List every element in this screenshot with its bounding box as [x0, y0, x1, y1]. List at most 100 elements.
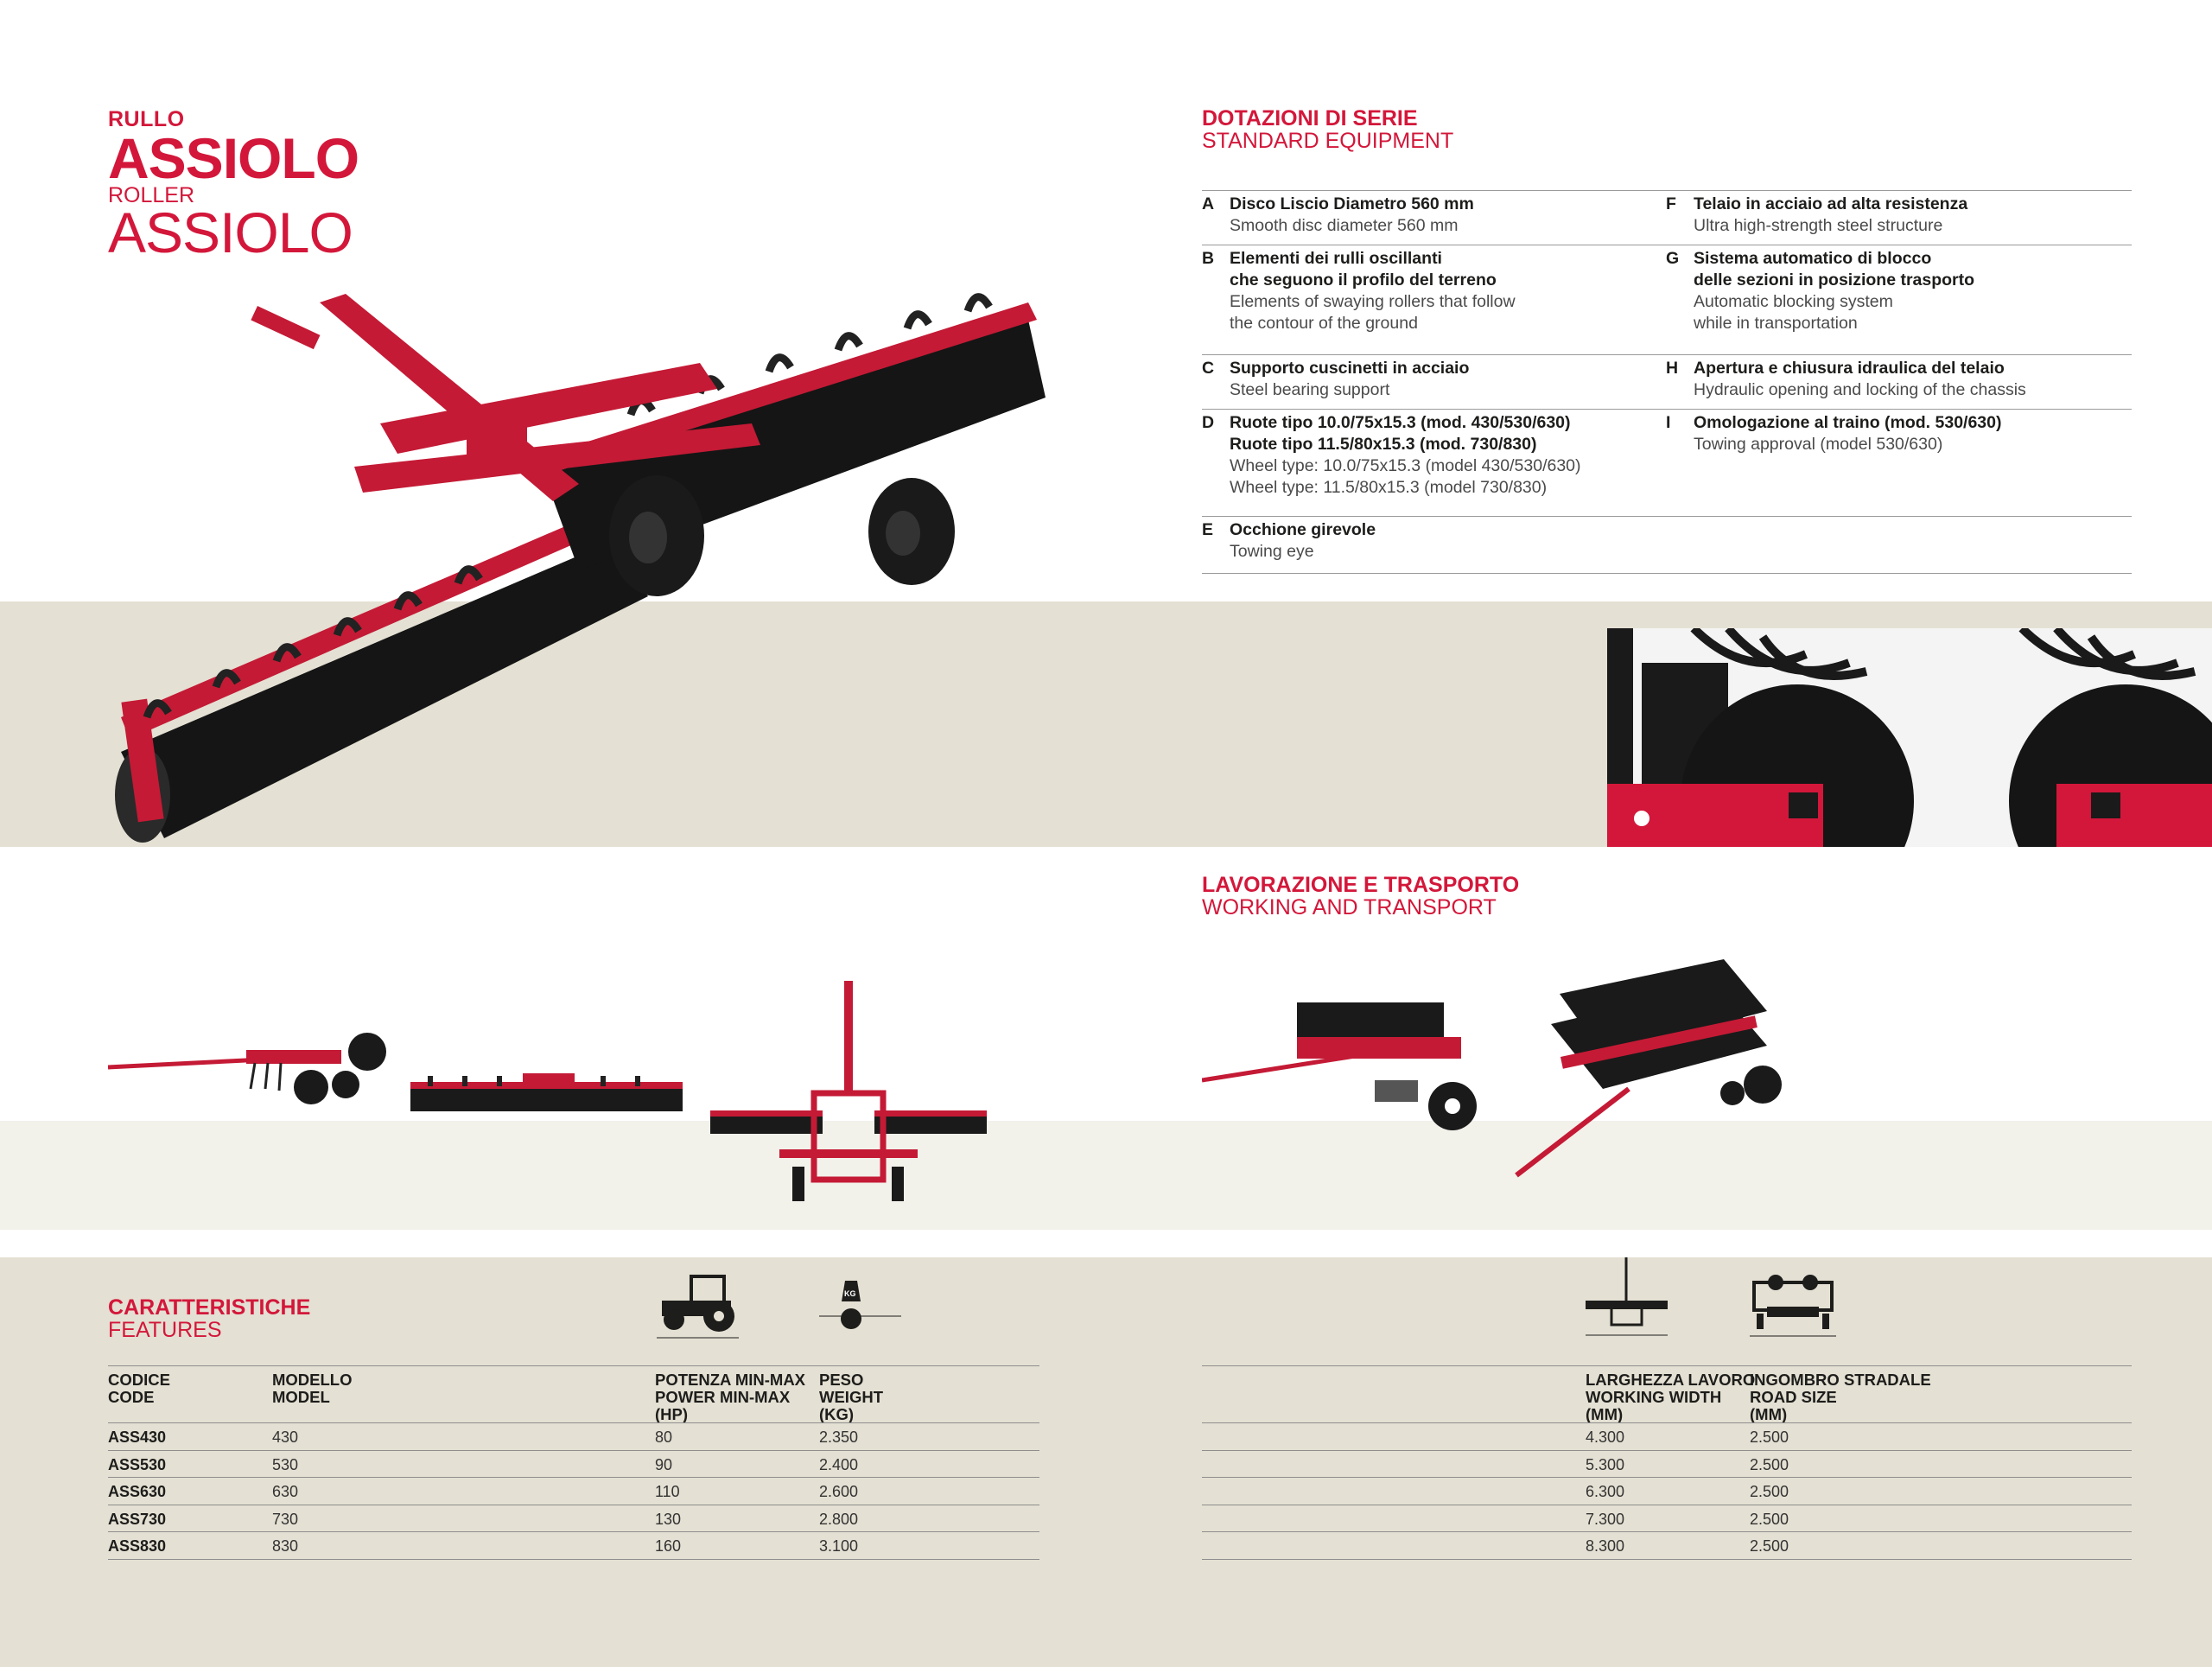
- equipment-letter: G: [1666, 249, 1680, 268]
- table-cell-road: 2.500: [1750, 1537, 1789, 1555]
- header-weight-line: PESO: [819, 1371, 864, 1389]
- table-row-line: [108, 1559, 1039, 1560]
- table-cell-road: 2.500: [1750, 1428, 1789, 1446]
- equipment-text-it: Disco Liscio Diametro 560 mm: [1230, 194, 1474, 213]
- table-cell-width: 7.300: [1586, 1511, 1625, 1528]
- working-width-icon: [1586, 1257, 1668, 1336]
- table-row-line: [1202, 1422, 2132, 1423]
- header-code-line: CODICE: [108, 1371, 170, 1389]
- equipment-text-it: Occhione girevole: [1230, 520, 1376, 539]
- table-cell-power: 90: [655, 1456, 673, 1473]
- equipment-divider: [1202, 190, 2132, 191]
- equipment-letter: A: [1202, 194, 1215, 213]
- equipment-text-en: Hydraulic opening and locking of the cha…: [1694, 380, 2026, 399]
- equipment-text-en: Towing approval (model 530/630): [1694, 435, 1943, 454]
- header-code-line: CODE: [108, 1388, 155, 1406]
- table-cell-weight: 2.600: [819, 1483, 859, 1500]
- light-band-middle: [0, 1121, 2212, 1230]
- detail-photo-rollers: [1607, 628, 2212, 847]
- equipment-text-en: the contour of the ground: [1230, 314, 1418, 333]
- header-model-line: MODEL: [272, 1388, 330, 1406]
- weight-icon-label: KG: [844, 1289, 856, 1298]
- table-row-line: [108, 1422, 1039, 1423]
- table-cell-weight: 2.400: [819, 1456, 859, 1473]
- table-cell-model: 430: [272, 1428, 299, 1446]
- features-heading-en: FEATURES: [108, 1318, 222, 1342]
- equipment-letter: C: [1202, 359, 1215, 378]
- equipment-text-en: Ultra high-strength steel structure: [1694, 216, 1943, 235]
- header-width-line: WORKING WIDTH: [1586, 1388, 1722, 1406]
- equipment-text: Apertura e chiusura idraulica del telaio…: [1694, 358, 2026, 401]
- equipment-text-en: Smooth disc diameter 560 mm: [1230, 216, 1459, 235]
- equipment-text-it: che seguono il profilo del terreno: [1230, 270, 1497, 289]
- transport-wheels: [609, 475, 955, 596]
- table-cell-width: 8.300: [1586, 1537, 1625, 1555]
- working-heading-en: WORKING AND TRANSPORT: [1202, 895, 1497, 919]
- table-top-line-right: [1202, 1365, 2132, 1366]
- view-top: [710, 981, 987, 1201]
- header-power-line: (HP): [655, 1405, 689, 1423]
- view-side: [108, 1033, 386, 1104]
- view-transport-open: [1202, 1002, 1477, 1130]
- central-frame: [251, 294, 760, 501]
- beige-band-bottom: [0, 1257, 2212, 1667]
- table-row-line: [108, 1450, 1039, 1451]
- table-top-line-left: [108, 1365, 1039, 1366]
- table-cell-road: 2.500: [1750, 1511, 1789, 1528]
- table-cell-model: 730: [272, 1511, 299, 1528]
- equipment-text-it: Supporto cuscinetti in acciaio: [1230, 359, 1470, 378]
- table-cell-width: 6.300: [1586, 1483, 1625, 1500]
- table-cell-code: ASS830: [108, 1537, 167, 1555]
- table-cell-code: ASS730: [108, 1511, 167, 1528]
- equipment-text-it: Apertura e chiusura idraulica del telaio: [1694, 359, 2005, 378]
- equipment-text-it: Telaio in acciaio ad alta resistenza: [1694, 194, 1968, 213]
- equipment-letter: I: [1666, 413, 1671, 432]
- table-cell-power: 80: [655, 1428, 673, 1446]
- features-heading-it: CARATTERISTICHE: [108, 1295, 311, 1320]
- table-cell-weight: 3.100: [819, 1537, 859, 1555]
- table-cell-power: 110: [655, 1483, 680, 1500]
- equipment-text: Ruote tipo 10.0/75x15.3 (mod. 430/530/63…: [1230, 412, 1581, 499]
- header-weight-line: (KG): [819, 1405, 855, 1423]
- table-cell-code: ASS630: [108, 1483, 167, 1500]
- equipment-text-it: Sistema automatico di blocco: [1694, 249, 1932, 268]
- equipment-text: Disco Liscio Diametro 560 mm Smooth disc …: [1230, 194, 1474, 237]
- equipment-text-en: Steel bearing support: [1230, 380, 1390, 399]
- table-cell-code: ASS430: [108, 1428, 167, 1446]
- header-road-line: (MM): [1750, 1405, 1788, 1423]
- table-cell-width: 5.300: [1586, 1456, 1625, 1473]
- equipment-text-en: while in transportation: [1694, 314, 1858, 333]
- header-weight-line: WEIGHT: [819, 1388, 883, 1406]
- tractor-icon: [657, 1275, 739, 1339]
- road-size-icon: [1750, 1275, 1836, 1337]
- table-cell-power: 130: [655, 1511, 682, 1528]
- table-row-line: [1202, 1559, 2132, 1560]
- table-cell-model: 630: [272, 1483, 299, 1500]
- features-heading: CARATTERISTICHE FEATURES: [108, 1296, 310, 1341]
- view-front: [410, 1073, 683, 1111]
- table-cell-code: ASS530: [108, 1456, 167, 1473]
- header-width-line: (MM): [1586, 1405, 1624, 1423]
- table-cell-road: 2.500: [1750, 1483, 1789, 1500]
- equipment-text-en: Elements of swaying rollers that follow: [1230, 292, 1516, 311]
- equipment-divider: [1202, 516, 2132, 517]
- equipment-letter: F: [1666, 194, 1676, 213]
- product-title: RULLO ASSIOLO ROLLER ASSIOLO: [108, 108, 359, 261]
- equipment-letter: E: [1202, 520, 1214, 539]
- table-cell-road: 2.500: [1750, 1456, 1789, 1473]
- equipment-text-en: Automatic blocking system: [1694, 292, 1893, 311]
- left-roller-section: [115, 506, 648, 843]
- title-it-big: ASSIOLO: [108, 126, 359, 190]
- header-road-line: INGOMBRO STRADALE: [1750, 1371, 1931, 1389]
- equipment-text-it: Omologazione al traino (mod. 530/630): [1694, 413, 2002, 432]
- equipment-letter: H: [1666, 359, 1679, 378]
